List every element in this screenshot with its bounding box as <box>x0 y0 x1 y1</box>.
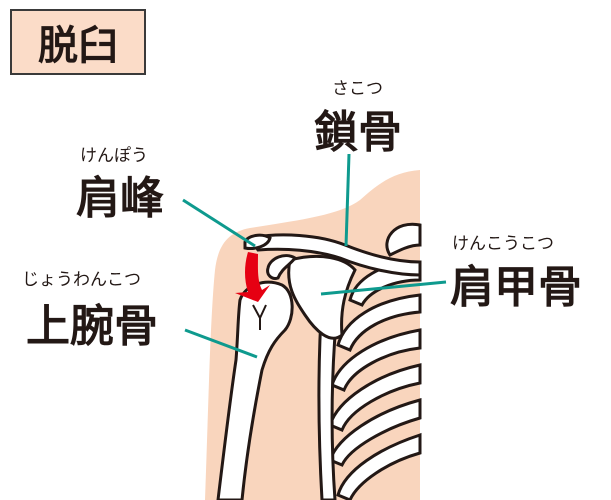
title: 脱臼 <box>38 23 118 69</box>
clavicle-leader-line <box>344 153 351 247</box>
clavicle-bone <box>247 233 422 277</box>
humerus-reading: じょうわんこつ <box>22 270 141 290</box>
coracoid-bone <box>266 254 298 280</box>
scapula-leader-line <box>320 280 447 296</box>
scapula-reading: けんこうこつ <box>452 234 554 254</box>
acromion-leader-line <box>182 198 256 248</box>
dislocation-arrow-icon <box>235 252 270 302</box>
scapula-label: 肩甲骨 <box>450 262 582 313</box>
acromion-label: 肩峰 <box>76 173 164 224</box>
clavicle-reading: さこつ <box>332 79 383 99</box>
clavicle-label: 鎖骨 <box>314 107 402 158</box>
acromion-reading: けんぽう <box>80 146 148 166</box>
humerus-leader-line <box>184 328 258 359</box>
humerus-head-mark <box>252 304 267 330</box>
leader-lines <box>182 153 447 359</box>
humerus-label: 上腕骨 <box>26 301 158 352</box>
scapula-bone <box>287 254 357 340</box>
humerus-bone <box>216 280 294 500</box>
title-box: 脱臼 <box>10 9 146 75</box>
